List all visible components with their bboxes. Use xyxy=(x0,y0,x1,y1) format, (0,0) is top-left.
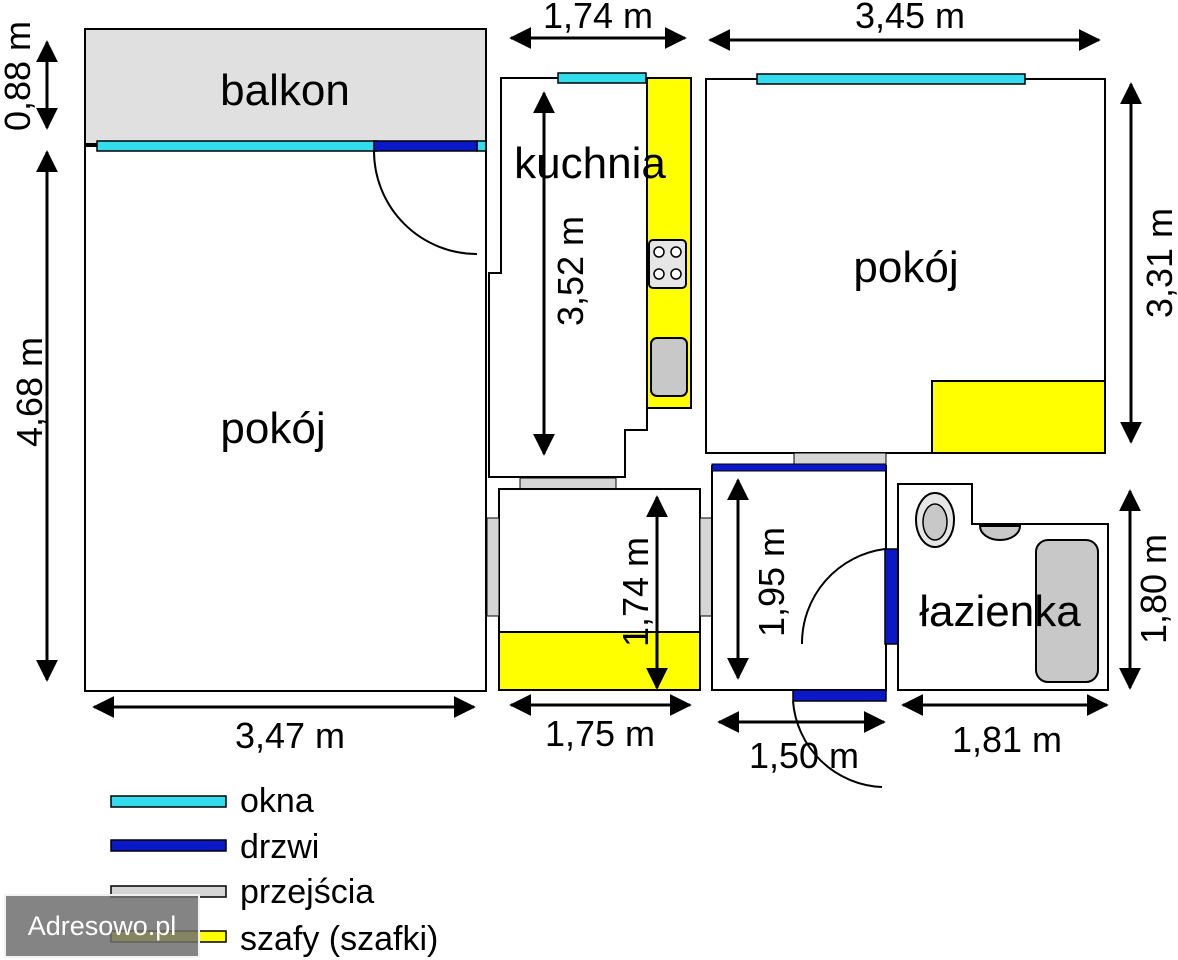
legend-label-passages: przejścia xyxy=(240,873,374,911)
kitchen-passage xyxy=(519,477,617,490)
entrance-door xyxy=(792,689,887,702)
right-room-passage xyxy=(793,452,887,466)
closet-width-label: 1,75 m xyxy=(545,713,655,754)
bathroom-width-label: 1,81 m xyxy=(952,719,1062,760)
closet-wardrobe xyxy=(498,631,701,691)
kitchen-width-label: 1,74 m xyxy=(543,0,653,36)
kitchen-window xyxy=(557,72,647,84)
left-room-width-label: 3,47 m xyxy=(235,715,345,756)
toilet-bowl xyxy=(922,503,948,541)
legend-swatch-windows xyxy=(110,795,227,808)
legend-label-cabinets: szafy (szafki) xyxy=(240,920,438,958)
legend-label-doors: drzwi xyxy=(240,828,319,866)
left-room-label: pokój xyxy=(220,404,325,453)
left-room-height-label: 4,68 m xyxy=(9,337,50,447)
watermark-logo: Adresowo.pl xyxy=(4,894,200,958)
left-room-window-small xyxy=(476,140,487,152)
balcony-area xyxy=(84,28,487,145)
bathroom-door xyxy=(884,548,899,645)
hall-width-label: 1,50 m xyxy=(749,735,859,776)
right-room-width-label: 3,45 m xyxy=(855,0,965,36)
closet-height-label: 1,74 m xyxy=(615,537,656,647)
stove xyxy=(648,239,687,289)
bathtub xyxy=(1035,539,1099,683)
bathroom-height-label: 1,80 m xyxy=(1133,534,1174,644)
stove-burner xyxy=(653,268,665,280)
left-room-window xyxy=(96,140,378,152)
right-room-wardrobe xyxy=(931,380,1106,454)
stove-burner xyxy=(653,246,665,258)
legend-swatch-doors xyxy=(110,839,227,852)
stove-burner xyxy=(670,268,682,280)
balcony-label: balkon xyxy=(220,66,350,115)
closet-passage-right xyxy=(699,517,713,617)
legend-label-windows: okna xyxy=(240,782,314,820)
hall-height-label: 1,95 m xyxy=(751,527,792,637)
right-room-label: pokój xyxy=(853,243,958,292)
sink xyxy=(650,337,688,397)
closet-passage-left xyxy=(486,517,500,617)
balcony-height-label: 0,88 m xyxy=(0,21,38,131)
kitchen-height-label: 3,52 m xyxy=(550,216,591,326)
balcony-door xyxy=(373,140,478,152)
bathroom-door-swing xyxy=(800,548,886,645)
right-room-height-label: 3,31 m xyxy=(1139,208,1178,318)
stove-burner xyxy=(670,246,682,258)
bathroom-label: łazienka xyxy=(919,587,1081,636)
right-room-window xyxy=(756,73,1026,85)
washbasin xyxy=(978,525,1022,541)
hall-door-top xyxy=(711,463,887,472)
kitchen-label: kuchnia xyxy=(514,139,666,188)
balcony-door-swing xyxy=(373,150,478,255)
